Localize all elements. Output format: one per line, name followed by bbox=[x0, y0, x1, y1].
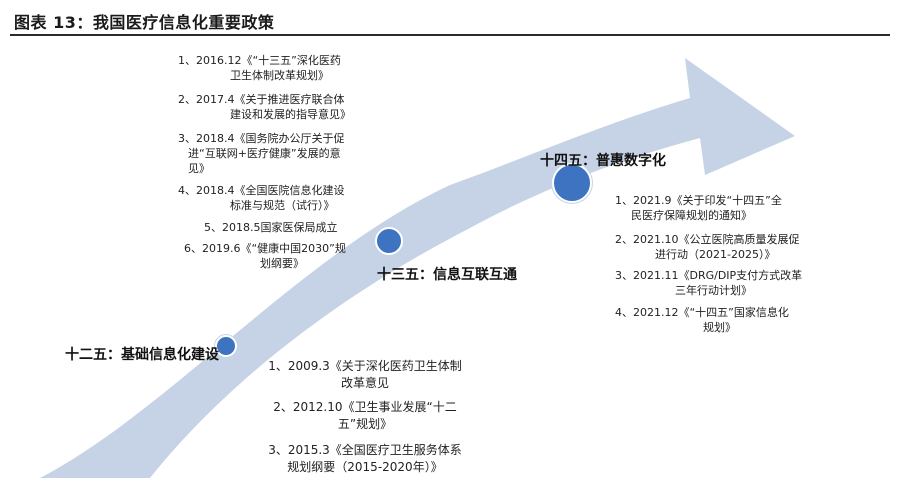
policy-item: 3、2015.3《全国医疗卫生服务体系规划纲要（2015-2020年）》 bbox=[268, 443, 462, 474]
policy-item: 1、2016.12《“十三五”深化医药卫生体制改革规划》 bbox=[178, 54, 341, 82]
policy-item: 4、2018.4《全国医院信息化建设标准与规范（试行）》 bbox=[178, 184, 345, 212]
policy-item: 6、2019.6《“健康中国2030”规划纲要》 bbox=[184, 242, 346, 270]
stage-dot-13th-five-year bbox=[375, 227, 403, 255]
stage-label-12th-five-year: 十二五：基础信息化建设 bbox=[65, 347, 219, 363]
policy-item: 1、2009.3《关于深化医药卫生体制改革意见 bbox=[268, 359, 462, 390]
stage-dot-12th-five-year bbox=[215, 335, 237, 357]
stage-label-14th-five-year: 十四五：普惠数字化 bbox=[540, 153, 666, 169]
arrow-shape bbox=[40, 58, 795, 478]
policy-item: 2、2012.10《卫生事业发展“十二五”规划》 bbox=[273, 400, 457, 431]
policy-item: 2、2017.4《关于推进医疗联合体建设和发展的指导意见》 bbox=[178, 93, 351, 121]
stage-label-13th-five-year: 十三五：信息互联互通 bbox=[377, 267, 517, 283]
stage-dot-14th-five-year bbox=[552, 163, 592, 203]
policy-item: 1、2021.9《关于印发“十四五”全民医疗保障规划的通知》 bbox=[615, 194, 782, 222]
policy-item: 3、2018.4《国务院办公厅关于促进“互联网+医疗健康”发展的意见》 bbox=[178, 132, 345, 175]
policy-item: 3、2021.11《DRG/DIP支付方式改革三年行动计划》 bbox=[615, 269, 803, 297]
figure-title: 图表 13：我国医疗信息化重要政策 bbox=[14, 13, 275, 32]
title-rule bbox=[10, 34, 890, 36]
policy-item: 2、2021.10《公立医院高质量发展促进行动（2021-2025）》 bbox=[615, 233, 800, 261]
policy-item: 5、2018.5国家医保局成立 bbox=[204, 221, 338, 234]
policy-item: 4、2021.12《“十四五”国家信息化规划》 bbox=[615, 306, 789, 334]
